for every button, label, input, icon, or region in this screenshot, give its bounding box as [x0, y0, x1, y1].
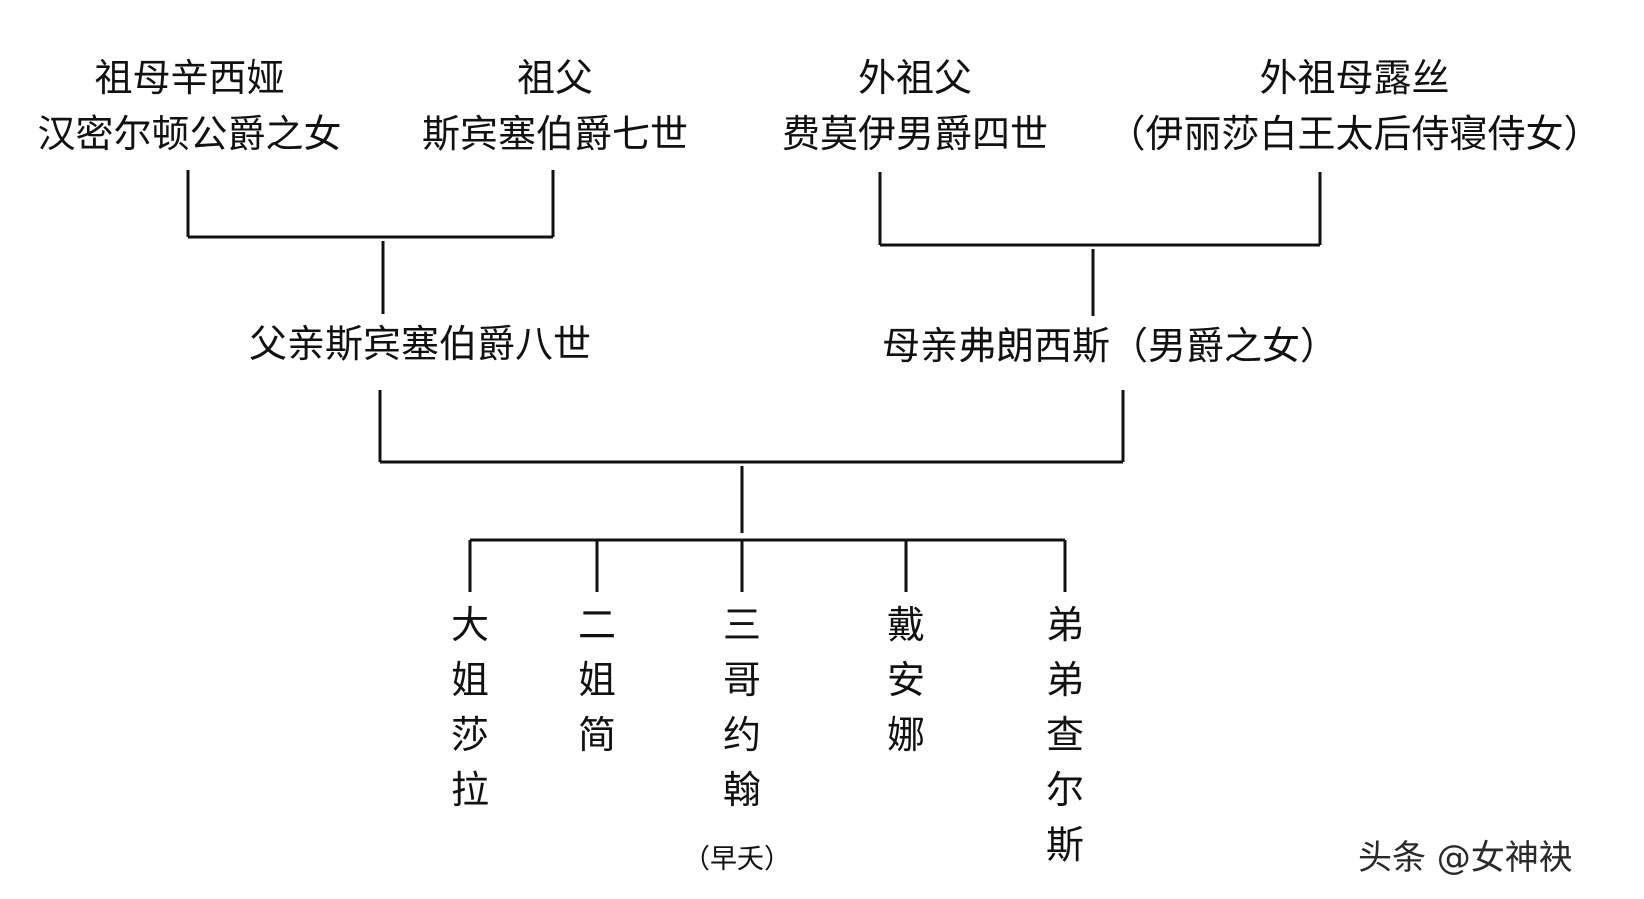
maternal-grandmother-label: 外祖母露丝 （伊丽莎白王太后侍寝侍女） [1082, 50, 1627, 162]
mother-label: 母亲弗朗西斯（男爵之女） [881, 324, 1338, 368]
maternal-grandfather-label: 外祖父 费莫伊男爵四世 [760, 50, 1070, 162]
grandmother-title: 汉密尔顿公爵之女 [37, 112, 342, 156]
child-john: 三哥约翰 [722, 603, 761, 812]
grandmother-name: 祖母辛西娅 [94, 56, 285, 100]
maternal-grandfather-title: 费莫伊男爵四世 [781, 112, 1048, 156]
child-jane: 二姐简 [577, 603, 616, 757]
maternal-grandmother-name: 外祖母露丝 [1259, 56, 1450, 100]
grandfather-label: 祖父 斯宾塞伯爵七世 [395, 50, 715, 162]
father-label: 父亲斯宾塞伯爵八世 [248, 322, 591, 366]
watermark: 头条 @女神袂 [1358, 838, 1573, 878]
child-sarah: 大姐莎拉 [450, 603, 489, 812]
child-charles: 弟弟查尔斯 [1045, 603, 1084, 867]
grandmother-label: 祖母辛西娅 汉密尔顿公爵之女 [12, 50, 367, 162]
grandfather-name: 祖父 [516, 56, 593, 100]
child-diana: 戴安娜 [886, 603, 925, 757]
child-john-note: （早夭） [683, 844, 791, 875]
maternal-grandmother-title: （伊丽莎白王太后侍寝侍女） [1107, 112, 1602, 156]
maternal-grandfather-name: 外祖父 [857, 56, 972, 100]
grandfather-title: 斯宾塞伯爵七世 [421, 112, 688, 156]
